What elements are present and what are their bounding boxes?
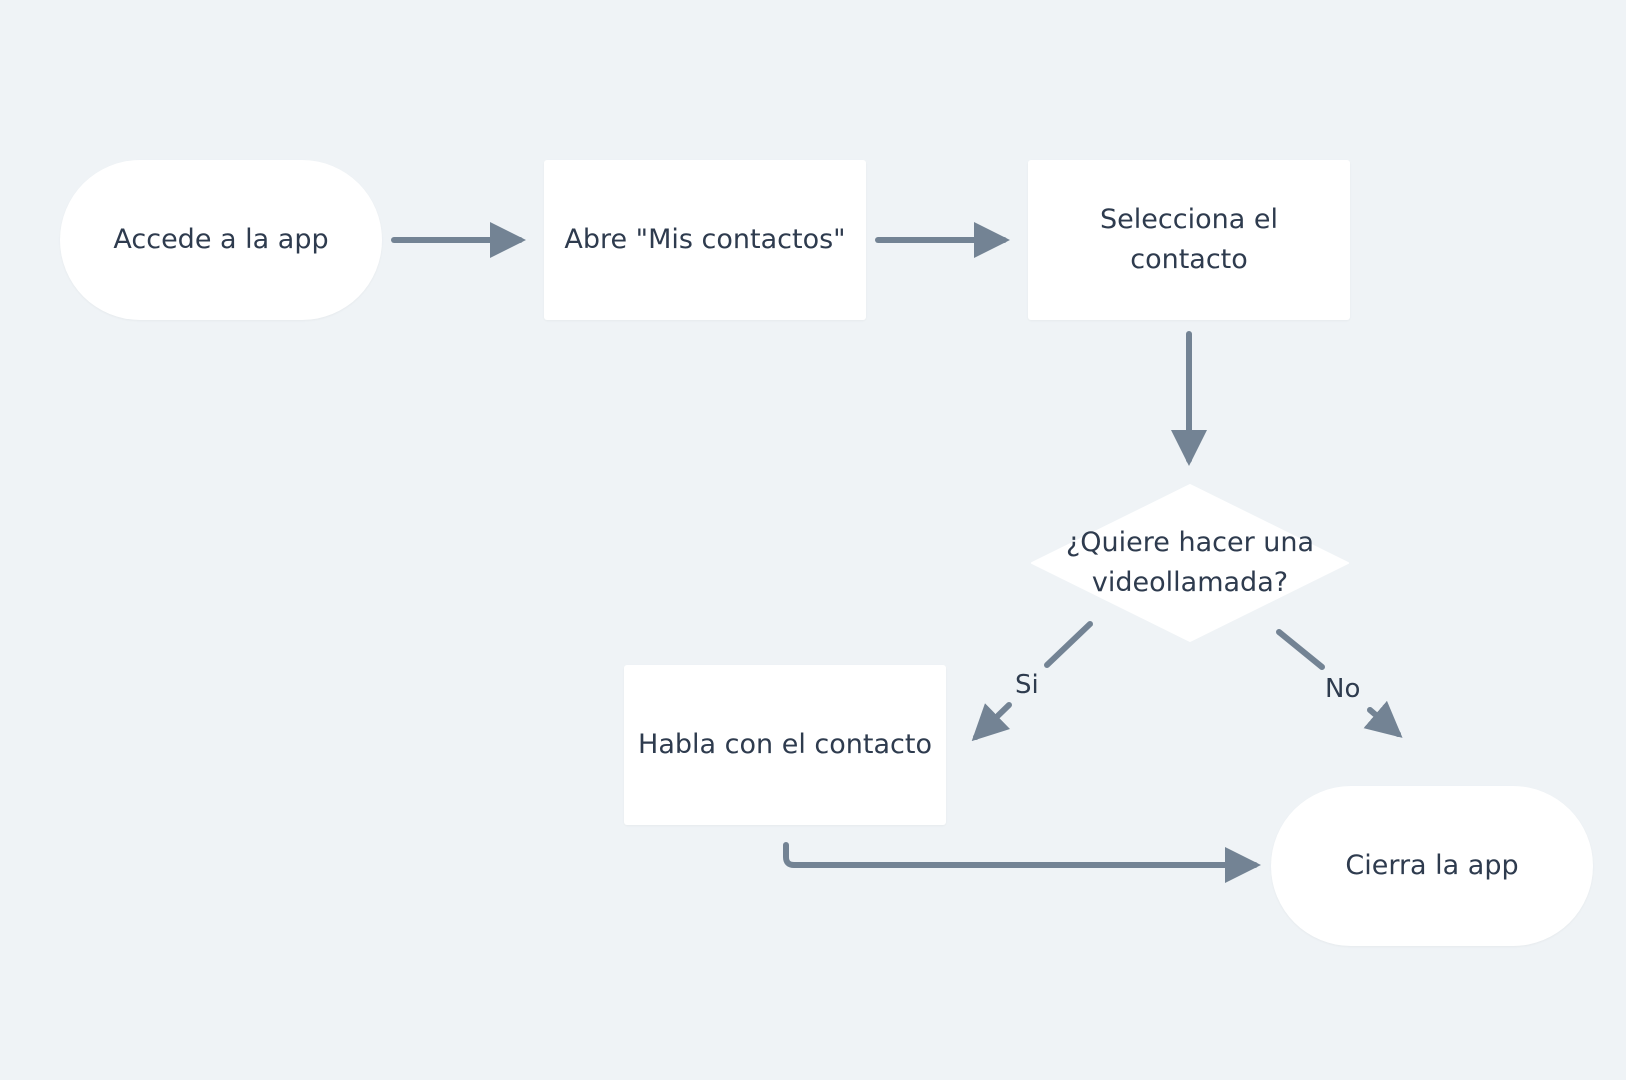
node-label: Cierra la app [1345, 850, 1519, 881]
decision-diamond-shape [1031, 484, 1349, 642]
decision-node: ¿Quiere hacer una videollamada? [1030, 483, 1350, 643]
node-label: Abre "Mis contactos" [564, 224, 846, 255]
process-node-abre: Abre "Mis contactos" [544, 160, 866, 320]
decision-label: ¿Quiere hacer una videollamada? [1065, 527, 1315, 598]
node-label: Selecciona el contacto [1100, 204, 1278, 275]
edge-label-si: Si [1011, 669, 1043, 701]
arrow-decision-no-lower [1363, 700, 1403, 738]
start-node-accede: Accede a la app [60, 160, 382, 320]
node-label: Habla con el contacto [638, 729, 932, 760]
process-node-habla: Habla con el contacto [624, 665, 946, 825]
arrow-decision-si-lower [971, 702, 1012, 742]
arrow-decision-si-upper [1044, 621, 1093, 668]
process-node-selecciona: Selecciona el contacto [1028, 160, 1350, 320]
arrow-habla-to-cierra [783, 842, 1261, 883]
node-label: Accede a la app [113, 224, 329, 255]
arrow-decision-no-upper [1276, 629, 1325, 670]
edge-label-no: No [1321, 673, 1365, 705]
end-node-cierra: Cierra la app [1271, 786, 1593, 946]
